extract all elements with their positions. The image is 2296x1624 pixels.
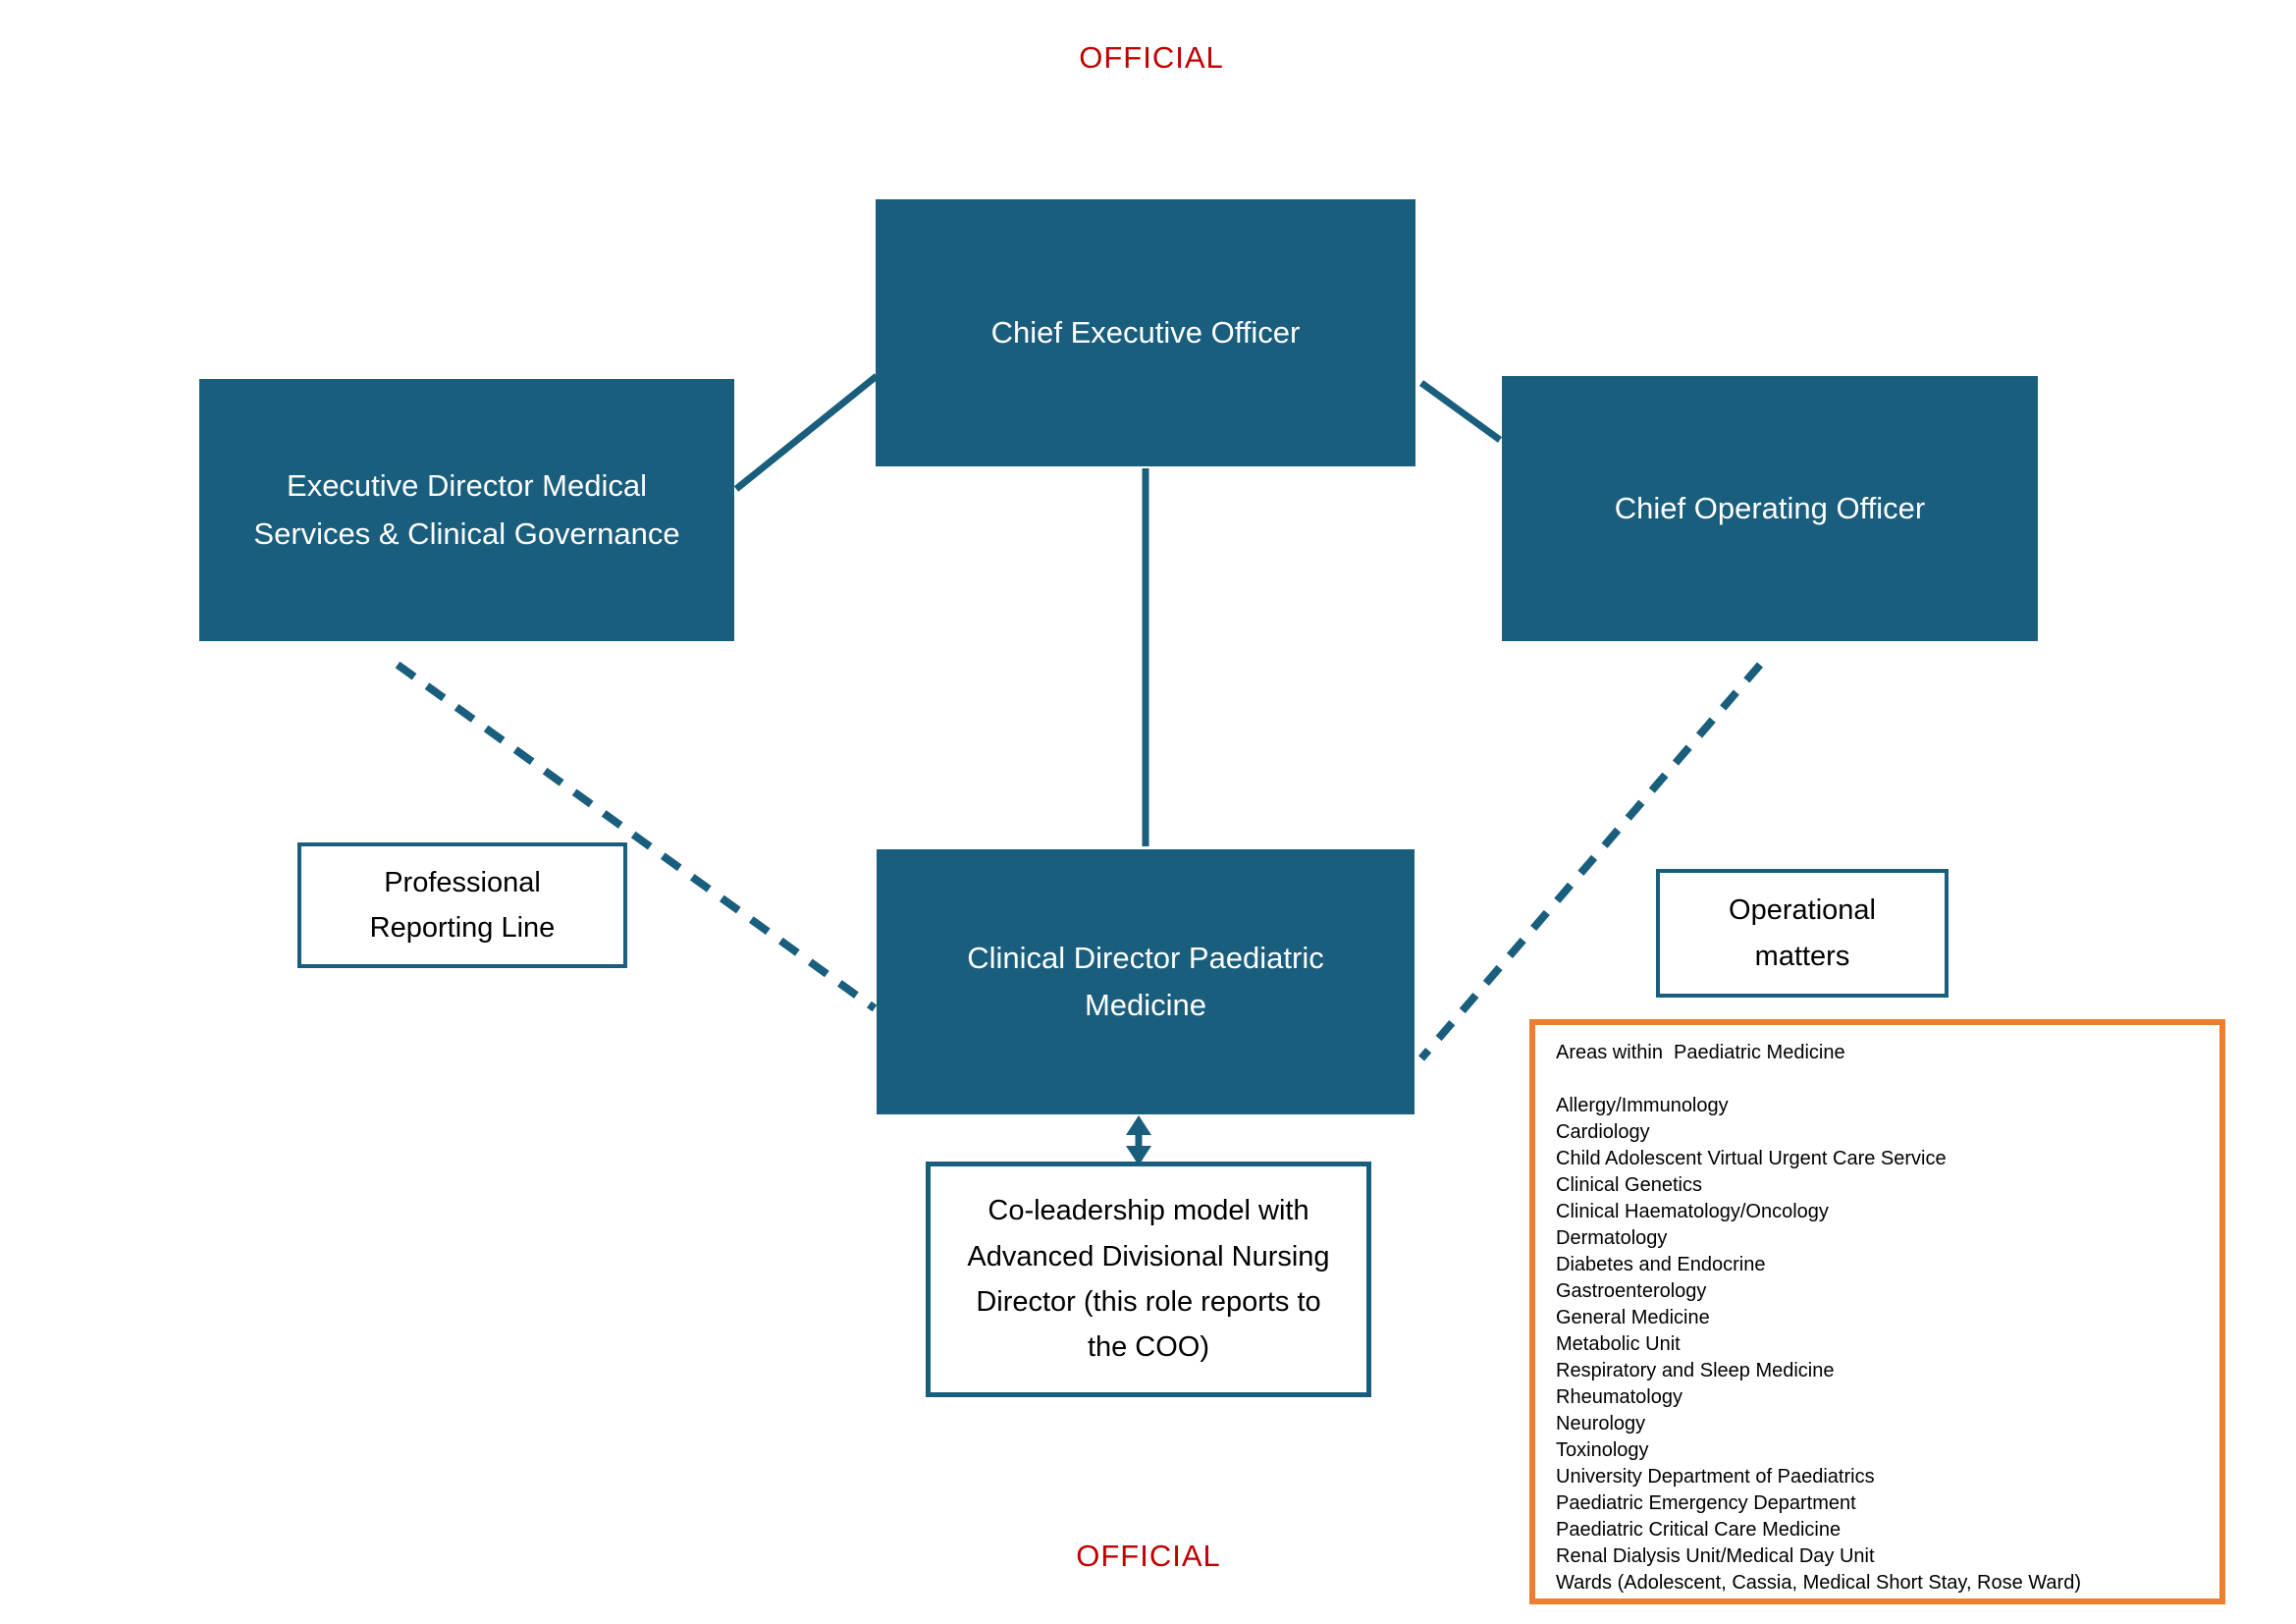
coo-label: Chief Operating Officer bbox=[1614, 490, 1926, 525]
double-arrow-clinical-to-coleadership bbox=[1126, 1115, 1151, 1165]
professional-reporting-line-legend-box: Professional Reporting Line bbox=[297, 842, 627, 968]
official-banner-top: OFFICIAL bbox=[1079, 40, 1224, 75]
operational-matters-label: Operational matters bbox=[1729, 894, 1876, 972]
exec-director-medical-services-box: Executive Director Medical Services & Cl… bbox=[199, 379, 734, 641]
co-leadership-note-box: Co-leadership model with Advanced Divisi… bbox=[926, 1162, 1371, 1397]
line-ceo-to-exec-director bbox=[733, 373, 880, 492]
exec-director-label: Executive Director Medical Services & Cl… bbox=[253, 468, 680, 551]
official-banner-bottom: OFFICIAL bbox=[1076, 1539, 1221, 1573]
clinical-director-paediatric-medicine-box: Clinical Director Paediatric Medicine bbox=[877, 849, 1415, 1114]
areas-within-paediatric-medicine-box: Areas within Paediatric Medicine Allergy… bbox=[1529, 1019, 2225, 1604]
areas-heading: Areas within Paediatric Medicine bbox=[1556, 1042, 1845, 1063]
areas-item-list: Allergy/Immunology Cardiology Child Adol… bbox=[1556, 1095, 2081, 1594]
ceo-label: Chief Executive Officer bbox=[990, 314, 1301, 350]
dashed-line-coo-to-clinical-director bbox=[1417, 662, 1764, 1061]
ceo-box: Chief Executive Officer bbox=[876, 199, 1415, 466]
co-leadership-note-text: Co-leadership model with Advanced Divisi… bbox=[967, 1195, 1330, 1364]
line-ceo-to-coo bbox=[1418, 380, 1503, 443]
professional-reporting-line-label: Professional Reporting Line bbox=[369, 866, 556, 944]
clinical-director-label: Clinical Director Paediatric Medicine bbox=[967, 940, 1324, 1022]
arrowhead-up-icon bbox=[1126, 1115, 1151, 1135]
operational-matters-legend-box: Operational matters bbox=[1656, 869, 1949, 998]
coo-box: Chief Operating Officer bbox=[1502, 376, 2038, 641]
